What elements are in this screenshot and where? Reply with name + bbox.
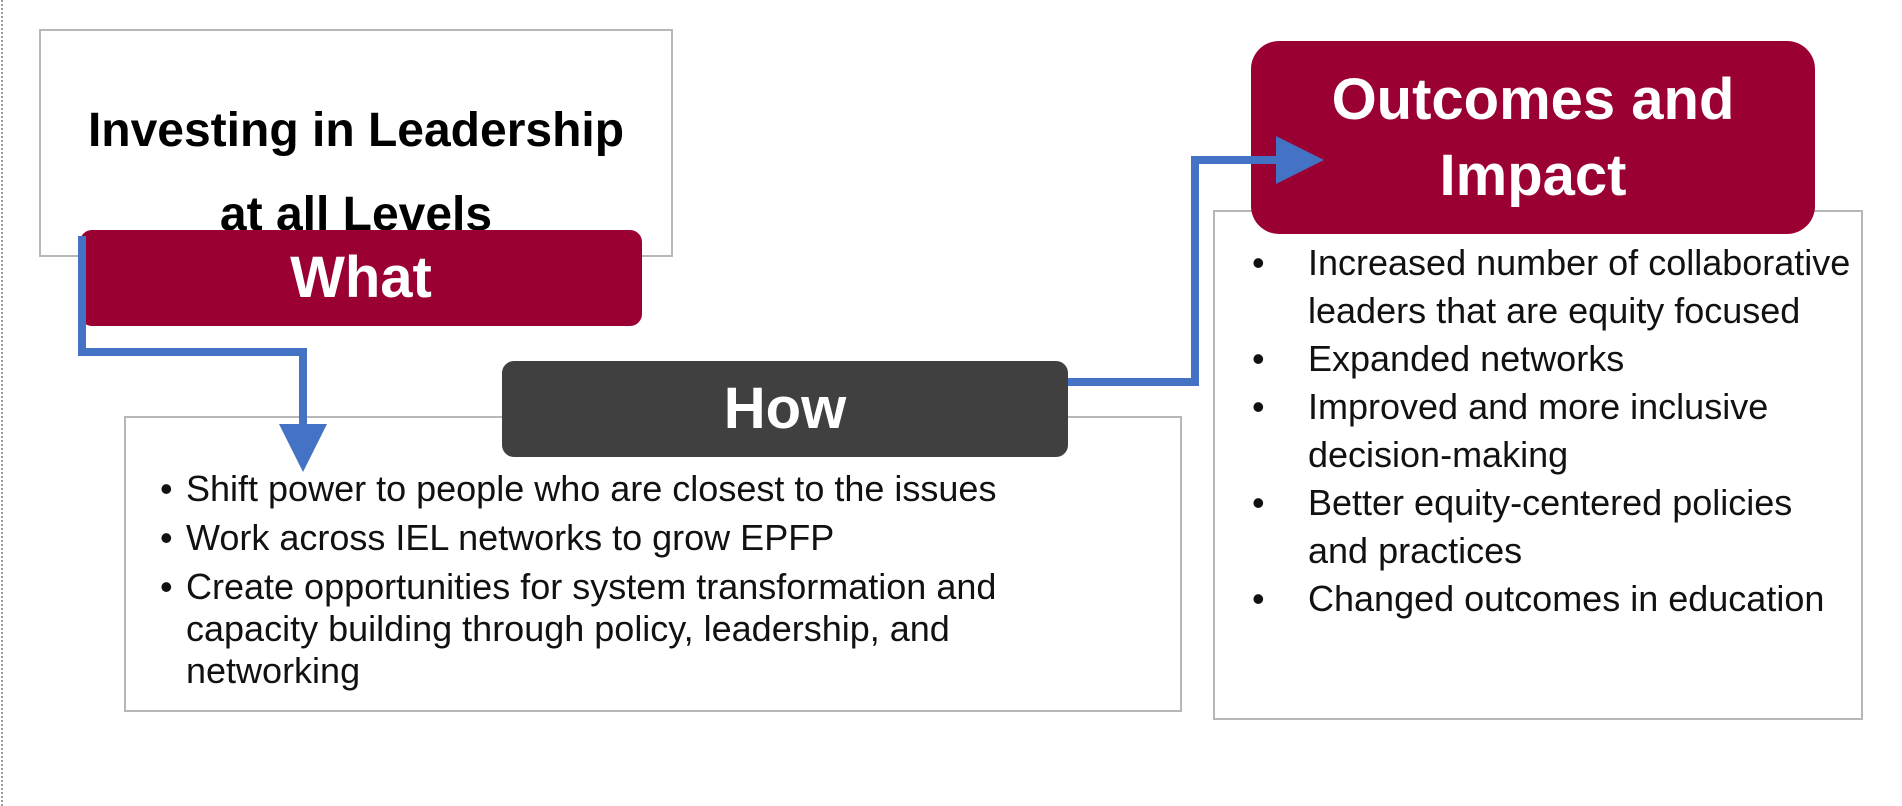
bullet-icon: • (1252, 338, 1265, 379)
bullet-icon: • (160, 468, 173, 509)
outcomes-item-text: Changed outcomes in education (1308, 578, 1825, 619)
bullet-icon: • (1252, 482, 1265, 523)
how-list-item: • Work across IEL networks to grow EPFP (160, 517, 1060, 559)
how-list-item: • Shift power to people who are closest t… (160, 468, 1060, 510)
outcomes-list-item: • Better equity-centered policies and pra… (1252, 479, 1852, 575)
outcomes-list: • Increased number of collaborative leade… (1252, 239, 1852, 623)
how-item-text: Create opportunities for system transfor… (186, 566, 997, 691)
bullet-icon: • (1252, 578, 1265, 619)
how-list: • Shift power to people who are closest t… (160, 468, 1060, 699)
outcomes-label: Outcomes and Impact (1251, 41, 1815, 234)
outcomes-item-text: Expanded networks (1308, 338, 1625, 379)
slide-edge-marker (1, 0, 3, 806)
outcomes-item-text: Increased number of collaborative leader… (1308, 242, 1851, 331)
what-title-box: Investing in Leadership at all Levels (39, 29, 673, 257)
bullet-icon: • (1252, 386, 1265, 427)
outcomes-list-item: • Expanded networks (1252, 335, 1852, 383)
bullet-icon: • (160, 517, 173, 558)
what-label: What (80, 230, 642, 326)
how-label: How (502, 361, 1068, 457)
bullet-icon: • (160, 566, 173, 607)
outcomes-item-text: Improved and more inclusive decision-mak… (1308, 386, 1769, 475)
bullet-icon: • (1252, 242, 1265, 283)
outcomes-list-item: • Changed outcomes in education (1252, 575, 1852, 623)
outcomes-box (1213, 210, 1863, 720)
how-item-text: Shift power to people who are closest to… (186, 468, 997, 509)
outcomes-item-text: Better equity-centered policies and prac… (1308, 482, 1793, 571)
outcomes-list-item: • Improved and more inclusive decision-ma… (1252, 383, 1852, 479)
outcomes-list-item: • Increased number of collaborative leade… (1252, 239, 1852, 335)
connector-what-to-how (78, 236, 327, 472)
how-list-item: • Create opportunities for system transfo… (160, 566, 1060, 692)
connector-how-to-outcomes (1068, 136, 1324, 386)
how-item-text: Work across IEL networks to grow EPFP (186, 517, 835, 558)
